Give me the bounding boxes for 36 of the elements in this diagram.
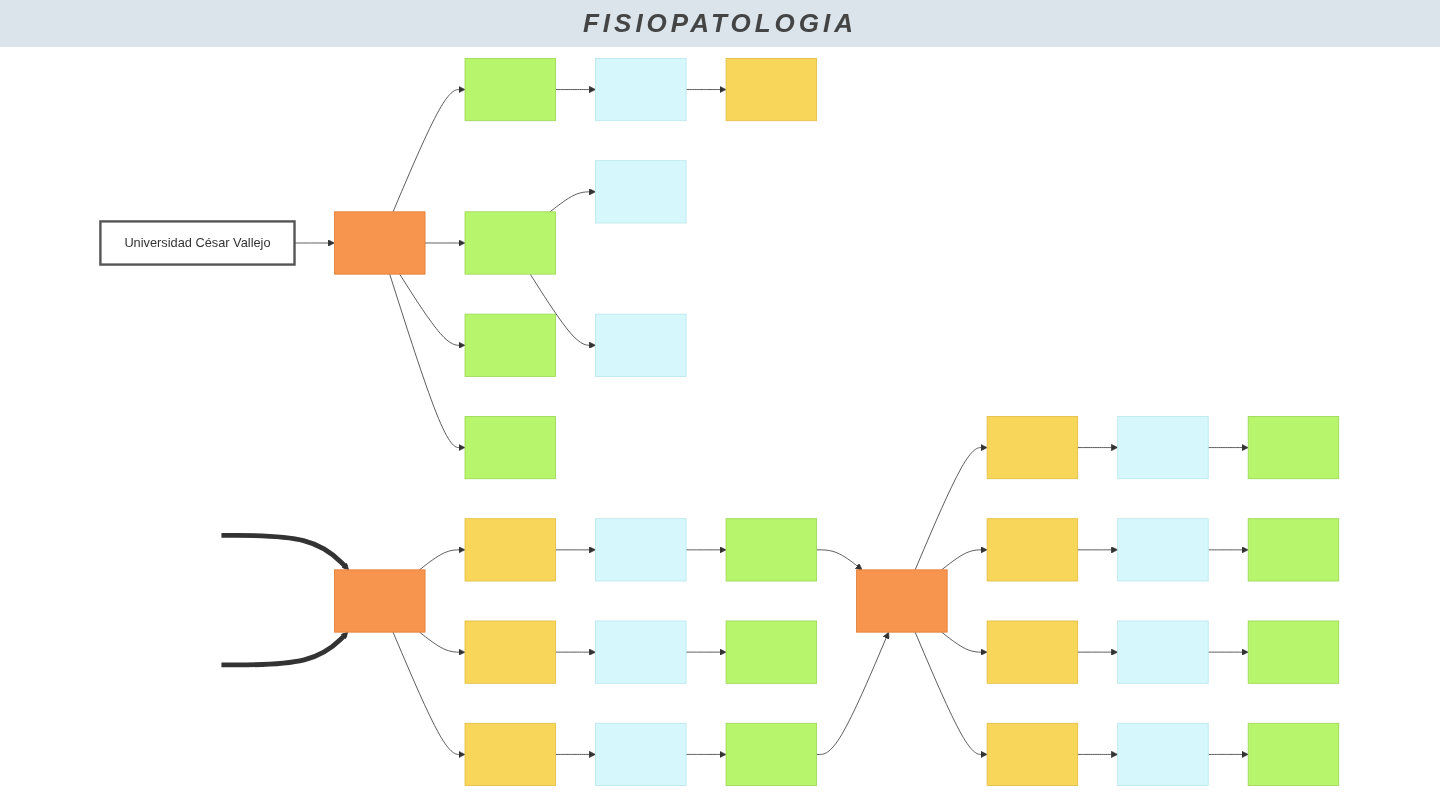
node-box: [465, 620, 557, 684]
node-box: [595, 58, 687, 122]
node-box: [987, 518, 1079, 582]
node-box: [465, 58, 557, 122]
node-box: [726, 722, 818, 786]
node-box: [1117, 620, 1210, 684]
node-box: [726, 58, 818, 122]
node-box: [595, 620, 687, 684]
node-box: [987, 620, 1079, 684]
node-box: [1117, 416, 1210, 480]
node-box: [595, 313, 687, 377]
node-box: [987, 722, 1079, 786]
node-box: [1248, 620, 1340, 684]
node-box: [1248, 416, 1340, 480]
node-box: [987, 416, 1079, 480]
node-box: [1248, 518, 1340, 582]
node-box: Universidad César Vallejo: [99, 220, 297, 266]
node-box: [856, 569, 948, 633]
node-box: [595, 518, 687, 582]
node-box: [334, 211, 426, 275]
node-box: [595, 160, 687, 224]
node-box: [726, 518, 818, 582]
node-box: [465, 211, 557, 275]
node-box: [595, 722, 687, 786]
arrow: [221, 631, 349, 668]
node-box: [334, 569, 426, 633]
node-box: [726, 620, 818, 684]
node-box: [465, 722, 557, 786]
node-box: [465, 416, 557, 480]
title: FISIOPATOLOGIA: [0, 0, 1440, 47]
node-box: [465, 313, 557, 377]
node-box: [1248, 722, 1340, 786]
node-box: [1117, 518, 1210, 582]
node-box: [1117, 722, 1210, 786]
arrow: [221, 533, 350, 571]
node-box: [465, 518, 557, 582]
